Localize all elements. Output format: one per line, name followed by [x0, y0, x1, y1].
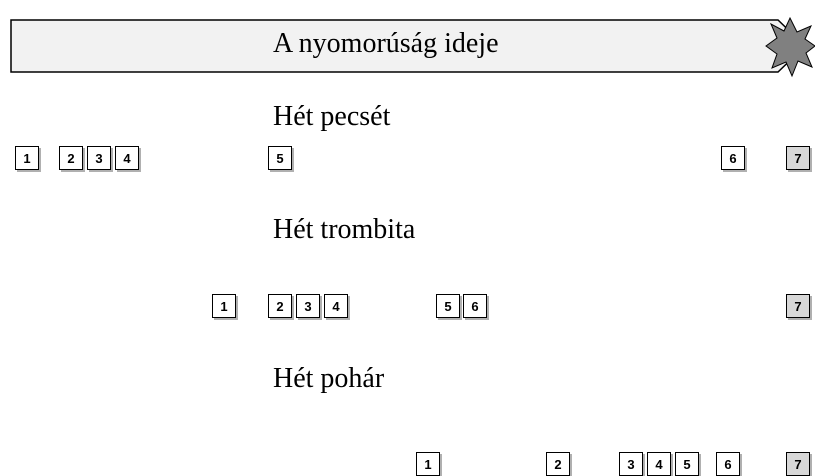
seal-box-5: 5 [268, 146, 292, 170]
bowl-box-6: 6 [716, 452, 740, 476]
seal-box-1: 1 [15, 146, 39, 170]
bowl-box-3: 3 [619, 452, 643, 476]
bowl-box-4: 4 [647, 452, 671, 476]
trumpet-box-4: 4 [324, 294, 348, 318]
seal-box-7: 7 [786, 146, 810, 170]
trumpet-box-7: 7 [786, 294, 810, 318]
bowl-box-5: 5 [675, 452, 699, 476]
seal-box-2: 2 [59, 146, 83, 170]
trumpet-box-1: 1 [212, 294, 236, 318]
row-heading-seals: Hét pecsét [273, 101, 391, 132]
seal-box-3: 3 [87, 146, 111, 170]
bowl-box-7: 7 [786, 452, 810, 476]
trumpet-box-5: 5 [436, 294, 460, 318]
bowl-box-1: 1 [416, 452, 440, 476]
timeline-title: A nyomorúság ideje [273, 28, 499, 59]
bowl-box-2: 2 [546, 452, 570, 476]
row-heading-bowls: Hét pohár [273, 363, 385, 394]
trumpet-box-2: 2 [268, 294, 292, 318]
explosion-icon [765, 16, 815, 78]
seal-box-4: 4 [115, 146, 139, 170]
row-heading-trumpets: Hét trombita [273, 214, 416, 245]
trumpet-box-3: 3 [296, 294, 320, 318]
seal-box-6: 6 [721, 146, 745, 170]
trumpet-box-6: 6 [463, 294, 487, 318]
timeline-arrow [10, 16, 815, 78]
